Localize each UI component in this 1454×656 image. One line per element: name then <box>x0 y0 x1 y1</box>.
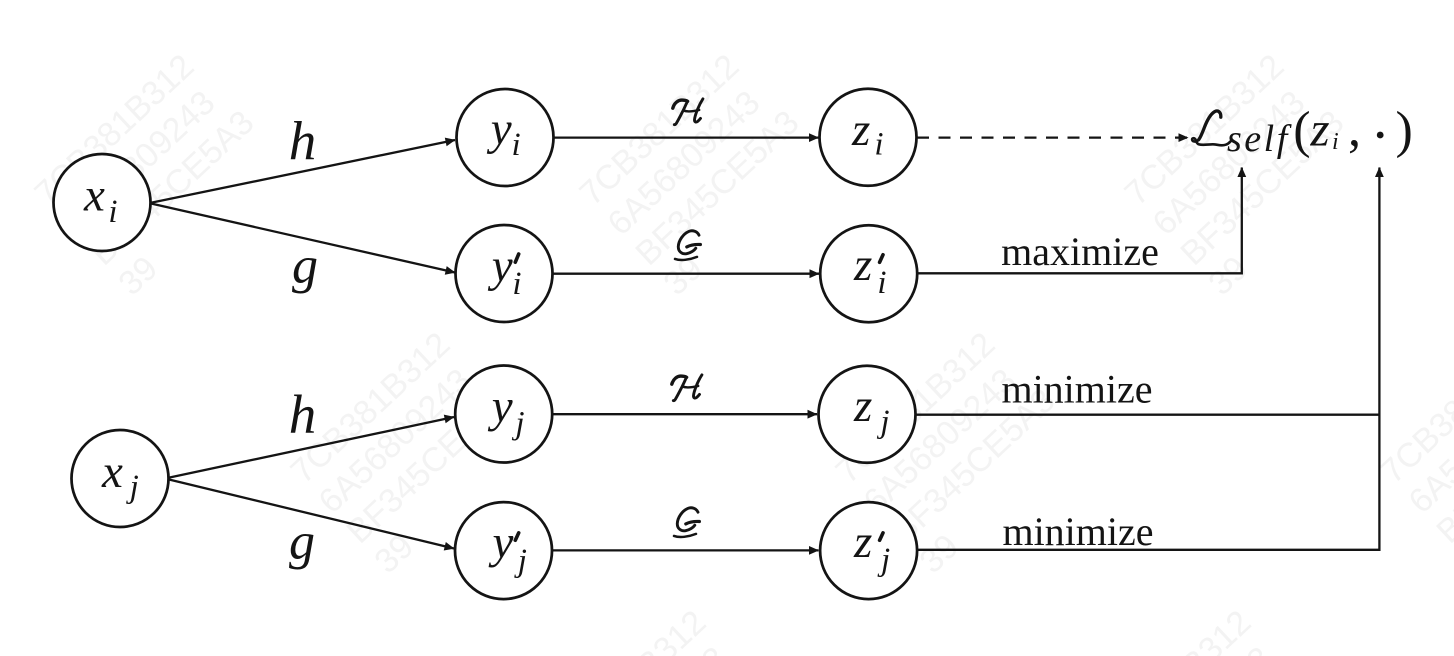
svg-text:z: z <box>853 239 872 291</box>
svg-text:j: j <box>126 469 139 505</box>
svg-text:minimize: minimize <box>1001 367 1152 412</box>
svg-text:j: j <box>514 543 527 579</box>
svg-text:i: i <box>1332 129 1339 155</box>
svg-text:self: self <box>1227 118 1292 160</box>
svg-text:z: z <box>853 516 872 568</box>
svg-text:g: g <box>292 238 318 295</box>
svg-text:i: i <box>877 265 886 301</box>
svg-text:y: y <box>487 103 512 155</box>
svg-text:g: g <box>289 513 315 570</box>
svg-text:z: z <box>853 380 872 432</box>
svg-text:x: x <box>83 170 105 222</box>
svg-text:i: i <box>108 194 117 230</box>
svg-text:z: z <box>1310 102 1330 157</box>
svg-text:i: i <box>874 127 883 163</box>
svg-text:h: h <box>289 384 317 445</box>
svg-text:i: i <box>512 127 521 163</box>
svg-text:): ) <box>1396 102 1413 159</box>
svg-text:y: y <box>488 381 513 433</box>
svg-text:y: y <box>489 516 514 568</box>
svg-text:j: j <box>876 404 889 440</box>
svg-text:y: y <box>488 240 513 292</box>
svg-text:7CB381B312: 7CB381B312 <box>1085 603 1259 656</box>
svg-text:7CB381B312: 7CB381B312 <box>540 603 714 656</box>
svg-text:x: x <box>101 446 123 498</box>
svg-text:i: i <box>512 266 521 302</box>
svg-text:j: j <box>877 542 890 578</box>
svg-text:j: j <box>511 406 524 442</box>
svg-text:h: h <box>289 111 317 172</box>
svg-text:maximize: maximize <box>1001 229 1159 274</box>
svg-text:minimize: minimize <box>1002 509 1153 554</box>
svg-text:,: , <box>1348 101 1361 158</box>
svg-text:(: ( <box>1293 102 1310 159</box>
svg-text:z: z <box>851 104 870 156</box>
